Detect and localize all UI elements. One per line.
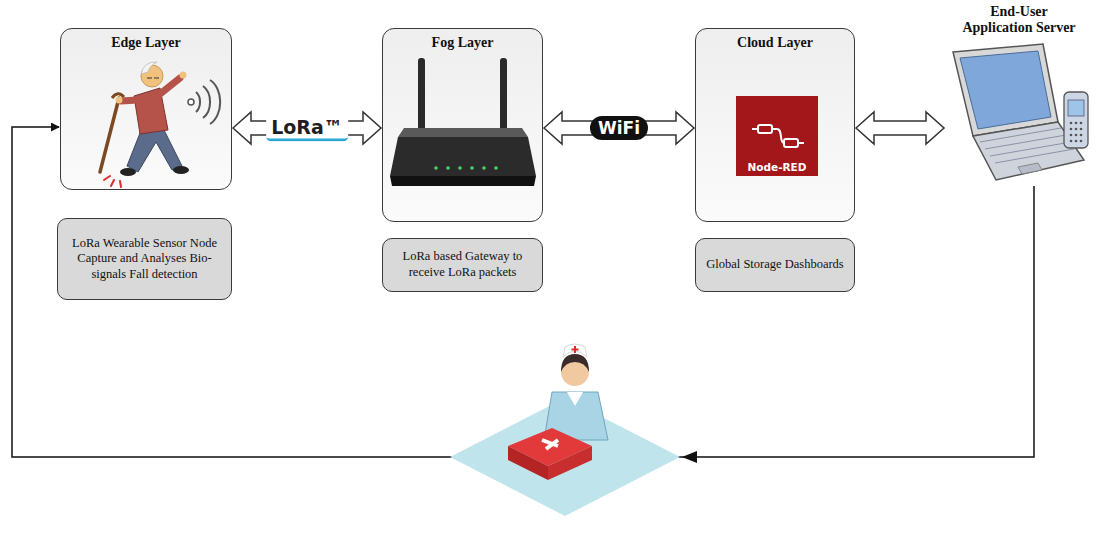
cloud-layer-box: Cloud LayerNode-RED — [695, 28, 855, 222]
node-title: LoRa Wearable Sensor Node Capture and An… — [64, 236, 225, 283]
node-title: LoRa based Gateway to receive LoRa packe… — [389, 249, 536, 280]
node-title: Fog Layer — [389, 35, 536, 51]
node-title: End-User Application Server — [954, 4, 1084, 36]
falling-person — [100, 62, 220, 187]
link-label: LoRa™ — [266, 115, 348, 142]
description-box: LoRa Wearable Sensor Node Capture and An… — [57, 218, 232, 300]
description-box: LoRa based Gateway to receive LoRa packe… — [382, 238, 543, 292]
fog-layer-box: Fog Layer — [382, 28, 543, 222]
node-red-logo: Node-RED — [736, 96, 818, 176]
wifi-link-arrow — [544, 112, 694, 144]
nurse-illustration — [450, 344, 697, 516]
node-title: Cloud Layer — [702, 35, 848, 51]
server-link-arrow — [856, 112, 944, 144]
router-illustration — [390, 58, 536, 186]
node-red-icon — [752, 125, 804, 147]
node-title: Edge Layer — [67, 35, 225, 51]
link-label: WiFi — [590, 116, 648, 140]
lora-link-arrow — [233, 112, 381, 144]
laptop-illustration — [953, 44, 1088, 180]
edge-layer-box: Edge Layer — [60, 28, 232, 190]
node-title: Global Storage Dashboards — [702, 257, 848, 273]
description-box: Global Storage Dashboards — [695, 238, 855, 292]
end-user-server: End-User Application Server — [945, 4, 1093, 184]
node-title: Node-RED — [748, 161, 807, 173]
